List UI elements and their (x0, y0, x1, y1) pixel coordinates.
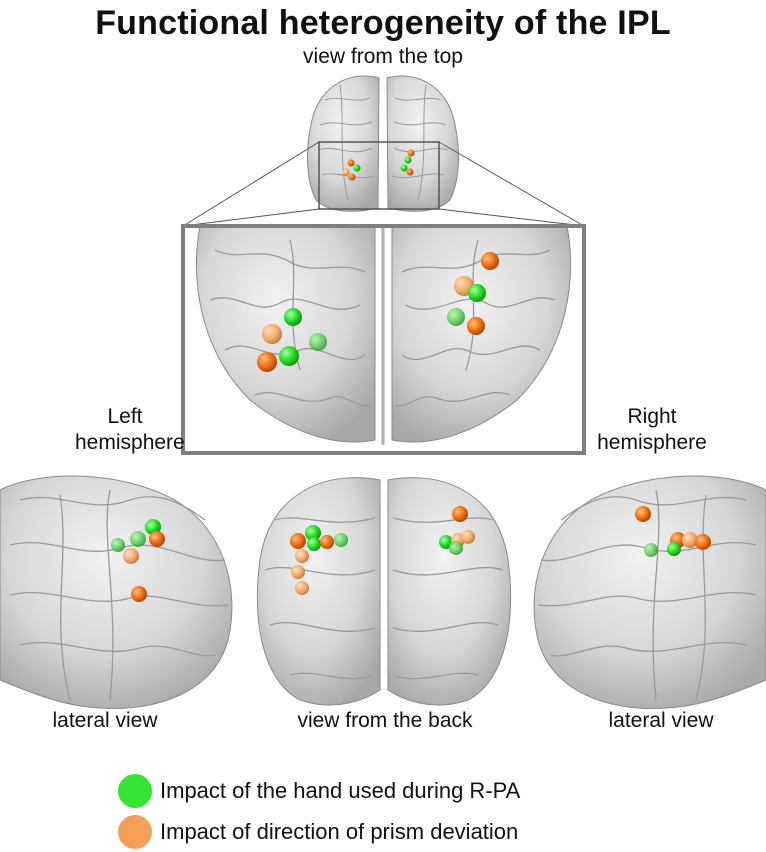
right-hemisphere-label: Right hemisphere (592, 404, 712, 456)
zoom-inset-frame (181, 224, 586, 455)
top-view-brain (307, 75, 459, 212)
left-hemisphere-label-line2: hemisphere (75, 431, 185, 454)
lateral-view-left-label: lateral view (52, 709, 158, 732)
orange-circle-icon (118, 815, 152, 849)
zoom-inset (183, 226, 584, 453)
legend-item-direction: Impact of direction of prism deviation (118, 815, 518, 849)
right-lateral-brain (533, 475, 766, 709)
green-circle-icon (118, 774, 152, 808)
legend-label-hand: Impact of the hand used during R-PA (160, 778, 521, 803)
figure-title: Functional heterogeneity of the IPL (95, 4, 671, 42)
back-view-brain (256, 477, 512, 706)
right-hemisphere-label-line2: hemisphere (597, 431, 707, 454)
top-view-label: view from the top (303, 45, 463, 68)
right-hemisphere-label-line1: Right (627, 405, 677, 428)
inset-spheres (257, 252, 499, 372)
legend-item-hand: Impact of the hand used during R-PA (118, 774, 520, 808)
left-hemisphere-label: Left hemisphere (75, 404, 185, 456)
back-view-label: view from the back (297, 709, 473, 732)
legend-label-direction: Impact of direction of prism deviation (160, 819, 519, 844)
left-lateral-brain (0, 475, 233, 709)
zoom-line-left (182, 141, 320, 227)
lateral-view-right-label: lateral view (608, 709, 714, 732)
left-hemisphere-label-line1: Left (107, 405, 143, 428)
zoom-region-box (318, 141, 440, 210)
zoom-line-right (438, 141, 585, 227)
